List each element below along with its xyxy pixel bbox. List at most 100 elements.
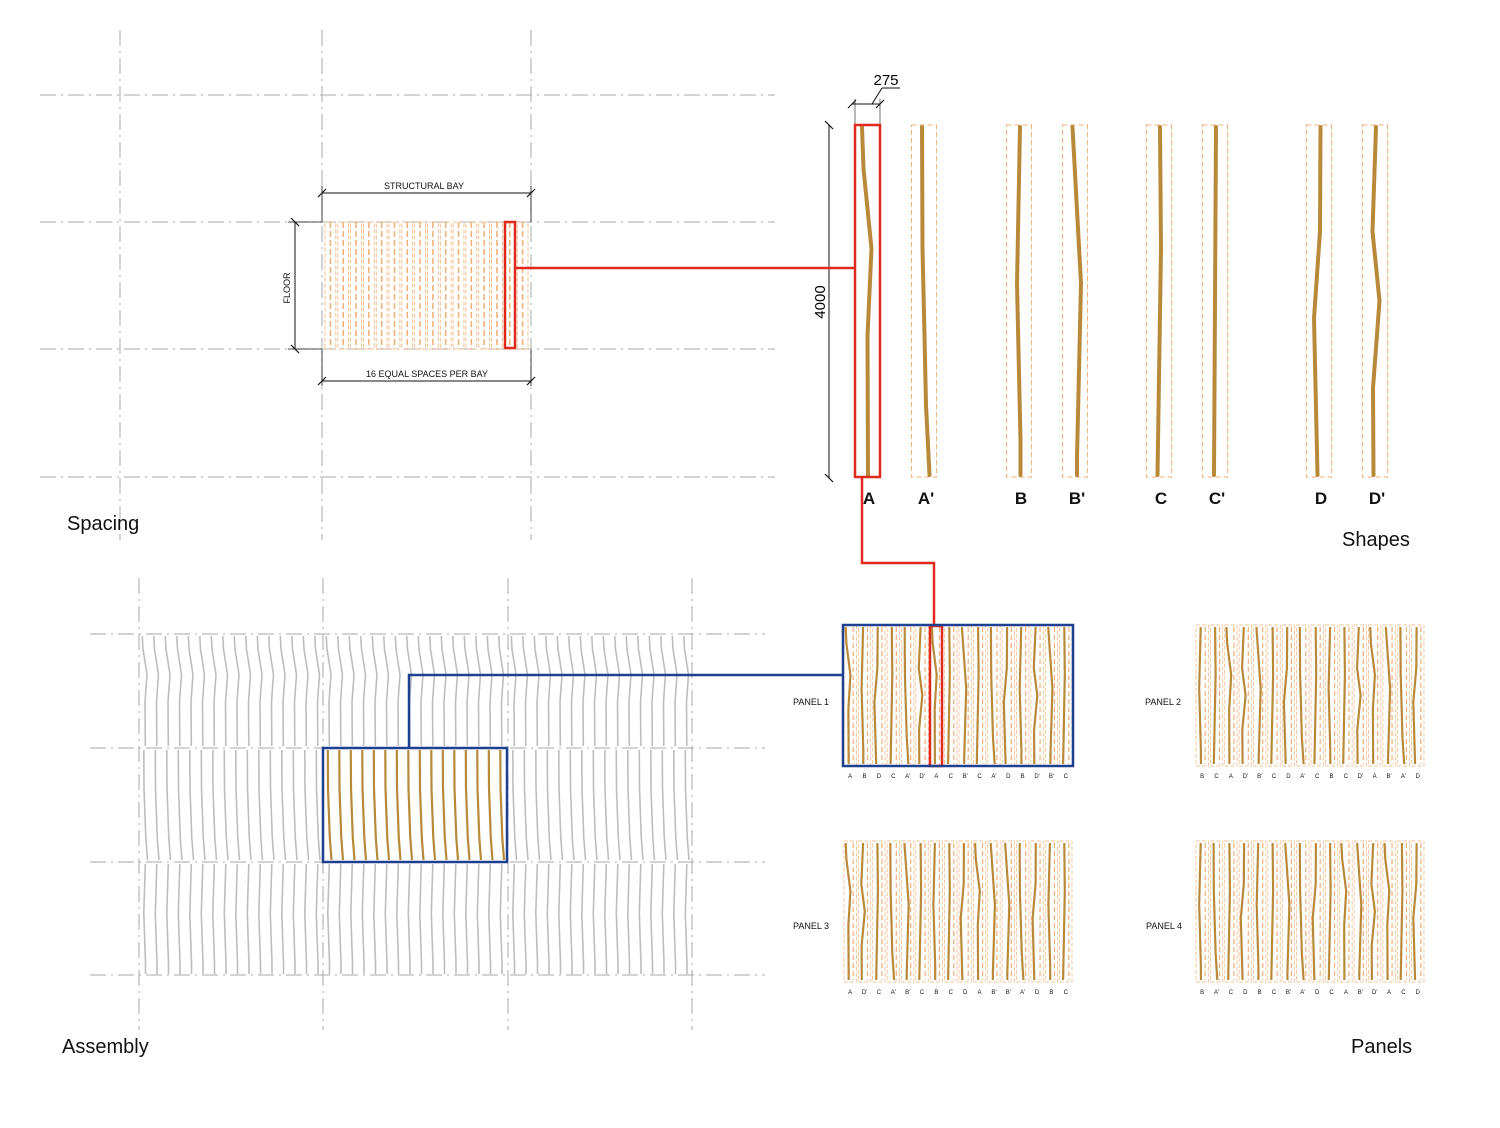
bay-fin-outline [427,221,439,350]
shape-outline [1202,124,1228,478]
panel-fin [932,842,937,980]
panel-label: PANEL 3 [793,921,829,931]
floor-label: FLOOR [282,272,292,304]
assembly-fin [535,749,541,861]
bay-fin-outline [375,221,388,350]
panel-fin-letter: B' [1286,990,1291,996]
panel-fin-outline [1016,840,1030,983]
shape-highlight-box [853,123,882,479]
bay-fin-outline [401,221,414,350]
panel-fin-letter: C [949,990,954,996]
panel-fin [860,842,866,981]
bay-fin-outline [388,221,401,350]
panel-fin-letter: B [1258,990,1262,996]
panel-fin-letter: B' [1049,774,1054,780]
panel-fin-outline [987,840,1001,983]
panel-fin-letter: D [1416,774,1421,780]
panel-fin [1062,626,1066,765]
panel-fin-letter: D [1286,774,1291,780]
assembly-title: Assembly [62,1036,149,1058]
panel-fin-outline [1411,624,1425,767]
assembly-fin [256,635,263,747]
assembly-fin [153,635,160,747]
shape-label: B' [1069,489,1085,508]
panel-fin [1031,842,1037,981]
panel-fin [1047,842,1052,980]
panel-fin-outline [1339,624,1353,767]
panel-fin [1062,842,1066,981]
panel-fin-letter: B [1330,774,1334,780]
assembly-fin [371,635,378,747]
assembly-highlight-fin [395,749,402,861]
panel-fin-letter: B' [1006,990,1011,996]
panel-fin [1313,626,1318,765]
assembly-fin [235,749,241,861]
assembly-fin [486,635,493,747]
panel-fin-outline [872,840,886,983]
shape-c-prime: C' [1202,124,1228,508]
panel-fin-letter: D [1035,990,1040,996]
panel-fin-letter: D' [1243,774,1248,780]
panel-fin-outline [1238,840,1252,983]
assembly-fin [581,749,587,861]
bay-fin-outline [350,221,362,350]
assembly-fin [637,635,644,747]
panel-fin-letter: A' [1020,990,1025,996]
assembly-fin [498,635,505,747]
panel-fin [1255,842,1260,980]
panel-fin-letter: C [1329,990,1334,996]
assembly-fin [302,635,309,747]
assembly-fin [337,635,344,747]
panel-fin-letter: C [877,990,882,996]
shape-outline [1146,124,1172,478]
panel-fin [1327,842,1332,981]
panel-fin [1225,626,1233,765]
panel-fin-outline [944,624,958,767]
assembly-fin [349,863,354,974]
shape-fin [1015,125,1023,477]
assembly-fin [463,635,470,747]
panel-fin-letter: C [1401,990,1406,996]
shape-fin [1312,125,1323,477]
assembly-fin [615,749,621,861]
panel-fin-outline [1224,840,1238,983]
panel-fin-outline [886,840,900,983]
assembly-highlight-fin [430,749,437,861]
panel-fin-letter: C [1272,990,1277,996]
panel-fin [960,626,968,764]
panel-fin-letter: C [1315,774,1320,780]
bay-fin-outline [452,221,465,350]
panel-fin-outline [1325,840,1339,983]
assembly-fin [141,635,148,747]
assembly-fin [234,863,239,974]
assembly-fin [523,749,529,861]
assembly-fin [661,749,667,861]
shape-outline [1062,124,1088,478]
panel-fin-letter: C [1344,774,1349,780]
assembly-fin [604,749,610,861]
panel-fin-letter: D [963,990,968,996]
assembly-fin [673,749,679,861]
panel-fin [930,626,938,765]
panel-fin-letter: B [1200,774,1204,780]
assembly-fin [556,635,563,747]
bay-fin-outline [324,221,337,350]
panel-fin [1383,842,1391,981]
bay-fin-outline [363,221,375,350]
panel-fin [875,842,879,981]
panel-fin [974,842,981,981]
assembly-fin [360,635,367,747]
shape-label: D' [1369,489,1385,508]
assembly-fin [291,635,298,747]
shape-d: D [1306,124,1332,508]
panel-fin-letter: D' [919,774,924,780]
assembly-fin [534,863,539,974]
panel-fin-outline [973,624,987,767]
panel-fin [873,626,879,765]
assembly-fin [464,863,469,974]
assembly-highlight-fin [349,749,356,861]
assembly-fin [384,863,388,974]
panel-fin-letter: D [1243,990,1248,996]
panel-fin-outline [1310,624,1324,767]
